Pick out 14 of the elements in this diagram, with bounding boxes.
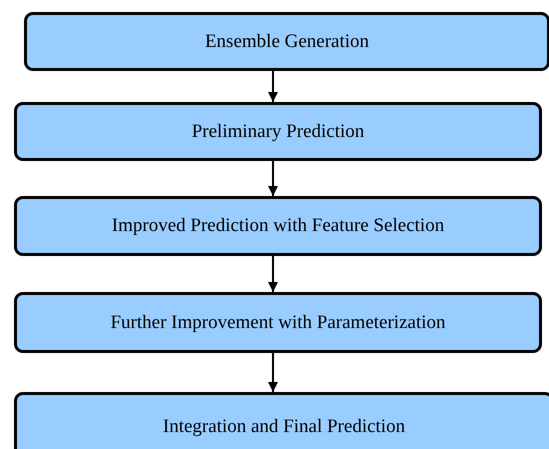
process-box	[14, 196, 542, 256]
process-box	[24, 12, 549, 71]
process-box	[14, 392, 549, 449]
process-box	[14, 292, 542, 353]
step-label: Preliminary Prediction	[192, 120, 364, 142]
arrow	[268, 161, 278, 196]
step-label: Improved Prediction with Feature Selection	[112, 215, 444, 237]
arrow	[268, 256, 278, 292]
step-label: Integration and Final Prediction	[162, 416, 406, 438]
process-box	[14, 102, 542, 161]
step-label: Further Improvement with Parameterization	[110, 312, 446, 334]
arrow	[268, 353, 278, 392]
step-label: Ensemble Generation	[204, 30, 370, 52]
arrow	[268, 71, 278, 102]
